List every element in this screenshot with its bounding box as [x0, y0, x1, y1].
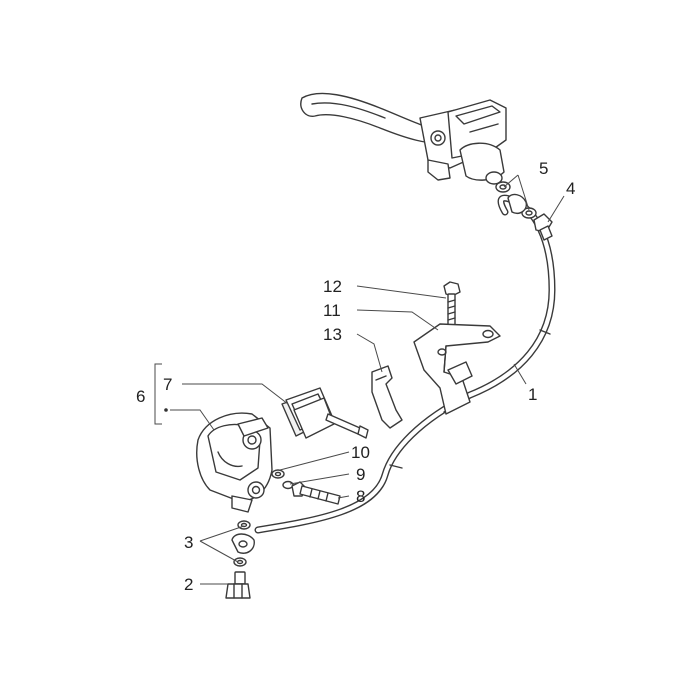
callout-12: 12 — [323, 277, 342, 296]
callout-8: 8 — [356, 487, 365, 506]
brake-hose — [254, 194, 556, 534]
banjo-fitting-lower — [231, 533, 255, 554]
hose-clip — [371, 365, 403, 429]
washer-pair-upper — [495, 181, 537, 219]
hose-bracket — [413, 323, 501, 415]
washer-10 — [271, 469, 285, 479]
banjo-bolt-lower — [225, 571, 251, 599]
brake-caliper — [196, 412, 273, 513]
callout-1: 1 — [528, 385, 537, 404]
callout-7: 7 — [163, 375, 172, 394]
callout-3: 3 — [184, 533, 193, 552]
callout-2: 2 — [184, 575, 193, 594]
banjo-fitting-upper — [507, 193, 527, 214]
pad-pin — [325, 413, 369, 439]
callout-6: 6 — [136, 387, 145, 406]
caliper-bolt-8 — [291, 481, 341, 505]
callout-9: 9 — [356, 465, 365, 484]
callout-13: 13 — [323, 325, 342, 344]
brake-lever-assembly — [300, 92, 507, 185]
callout-4: 4 — [566, 179, 575, 198]
banjo-bolt-upper — [533, 213, 553, 241]
callout-11: 11 — [323, 301, 341, 320]
bracket-bolt — [443, 281, 461, 329]
spring-washer-9 — [282, 480, 294, 490]
bullet-point — [164, 408, 168, 412]
brake-pads — [281, 387, 335, 439]
leader-lines — [154, 174, 565, 585]
callout-5: 5 — [539, 159, 548, 178]
callout-10: 10 — [351, 443, 370, 462]
